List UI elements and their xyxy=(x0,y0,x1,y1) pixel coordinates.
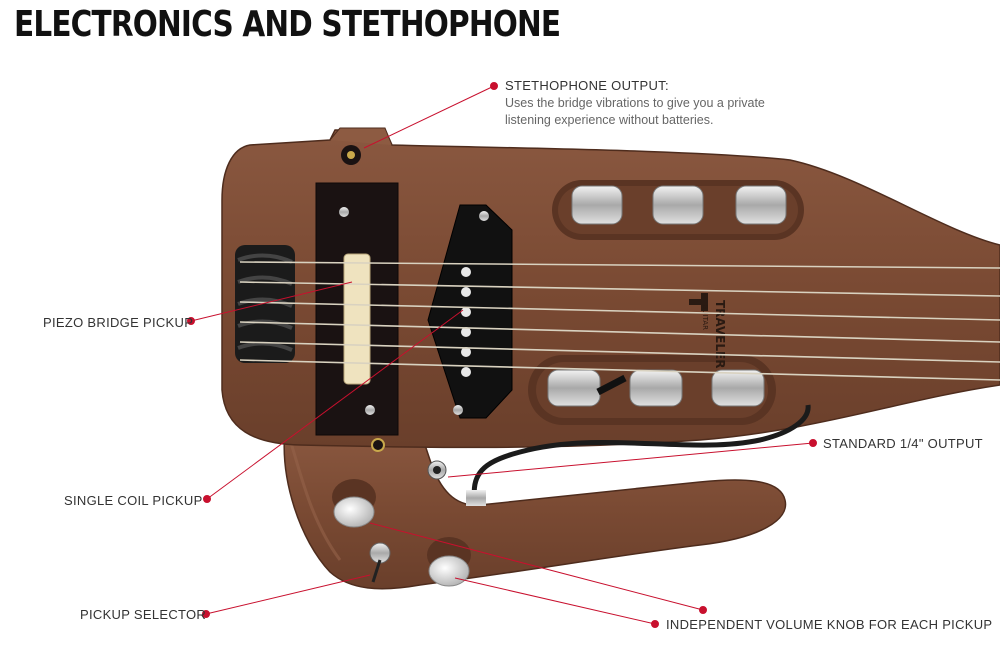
strings xyxy=(239,261,1000,381)
volume-knob-1 xyxy=(332,479,376,528)
callout-lines xyxy=(187,82,817,628)
callout-selector-label: PICKUP SELECTOR xyxy=(80,607,207,622)
piezo-bridge xyxy=(315,182,399,436)
frame-arm xyxy=(283,429,787,590)
stethophone-jack xyxy=(341,145,361,165)
output-jack xyxy=(427,404,811,506)
tuner-slot-bottom xyxy=(528,355,776,425)
callout-single-coil-label: SINGLE COIL PICKUP xyxy=(64,493,203,508)
screw xyxy=(371,438,385,452)
callout-piezo-label: PIEZO BRIDGE PICKUP xyxy=(43,315,194,330)
tuner-slot-top xyxy=(552,180,804,240)
callout-volume-label: INDEPENDENT VOLUME KNOB FOR EACH PICKUP xyxy=(666,617,993,632)
page-title: ELECTRONICS AND STETHOPHONE xyxy=(14,4,561,45)
brand-sub: GUITAR xyxy=(701,304,709,330)
callout-stethophone-description: Uses the bridge vibrations to give you a… xyxy=(505,96,765,127)
pickup-selector-switch xyxy=(369,542,391,583)
volume-knob-2 xyxy=(427,537,471,587)
callout-output-label: STANDARD 1/4" OUTPUT xyxy=(823,436,983,451)
callout-stethophone-label: STETHOPHONE OUTPUT: xyxy=(505,78,669,93)
